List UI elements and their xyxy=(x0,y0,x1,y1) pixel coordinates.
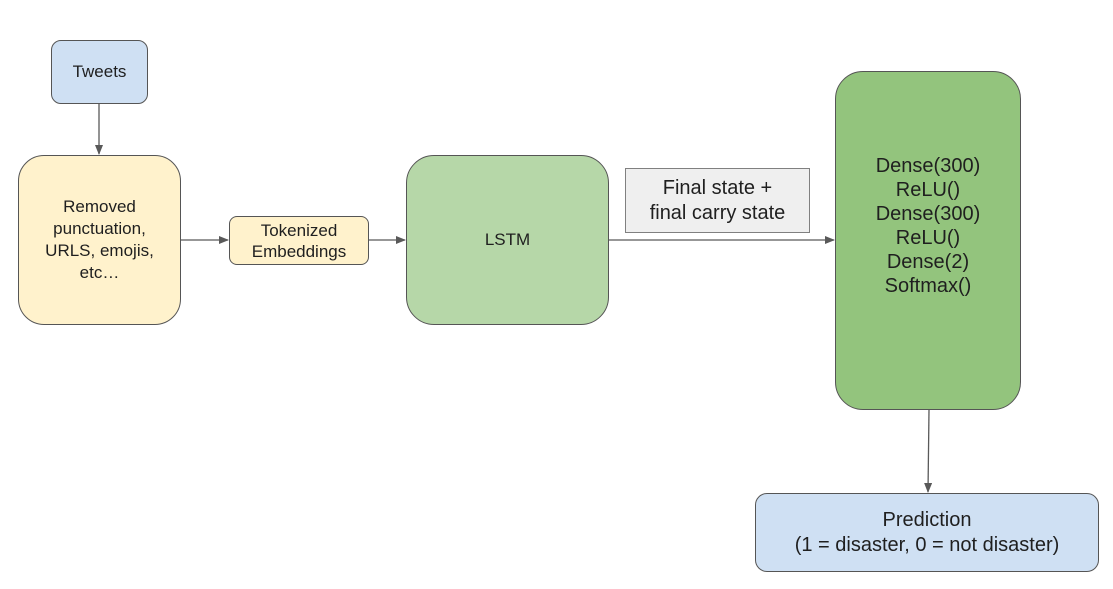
final-state-label: Final state + final carry state xyxy=(625,168,810,233)
dense-line-5: Dense(2) xyxy=(886,250,970,273)
dense-line-1: Dense(300) xyxy=(875,154,981,177)
preprocess-node: Removed punctuation, URLS, emojis, etc… xyxy=(18,155,181,325)
state-label-line-2: final carry state xyxy=(649,201,786,224)
dense-line-6: Softmax() xyxy=(884,274,972,297)
tokenized-line-2: Embeddings xyxy=(251,241,347,261)
preprocess-line-4: etc… xyxy=(79,263,120,282)
prediction-line-1: Prediction xyxy=(882,508,972,531)
dense-line-3: Dense(300) xyxy=(875,202,981,225)
tweets-label: Tweets xyxy=(72,62,127,81)
tweets-node: Tweets xyxy=(51,40,148,104)
preprocess-line-1: Removed xyxy=(63,197,136,216)
lstm-node: LSTM xyxy=(406,155,609,325)
dense-layers-node: Dense(300) ReLU() Dense(300) ReLU() Dens… xyxy=(835,71,1021,410)
preprocess-line-3: URLS, emojis, xyxy=(45,241,154,260)
preprocess-line-2: punctuation, xyxy=(53,219,146,238)
lstm-label: LSTM xyxy=(484,230,531,249)
edge-dense-to-prediction xyxy=(924,409,933,493)
state-label-line-1: Final state + xyxy=(662,176,773,199)
prediction-line-2: (1 = disaster, 0 = not disaster) xyxy=(794,533,1060,556)
tokenized-line-1: Tokenized xyxy=(260,220,338,240)
tokenized-embeddings-node: Tokenized Embeddings xyxy=(229,216,369,265)
dense-line-2: ReLU() xyxy=(895,178,961,201)
prediction-node: Prediction (1 = disaster, 0 = not disast… xyxy=(755,493,1099,572)
dense-line-4: ReLU() xyxy=(895,226,961,249)
